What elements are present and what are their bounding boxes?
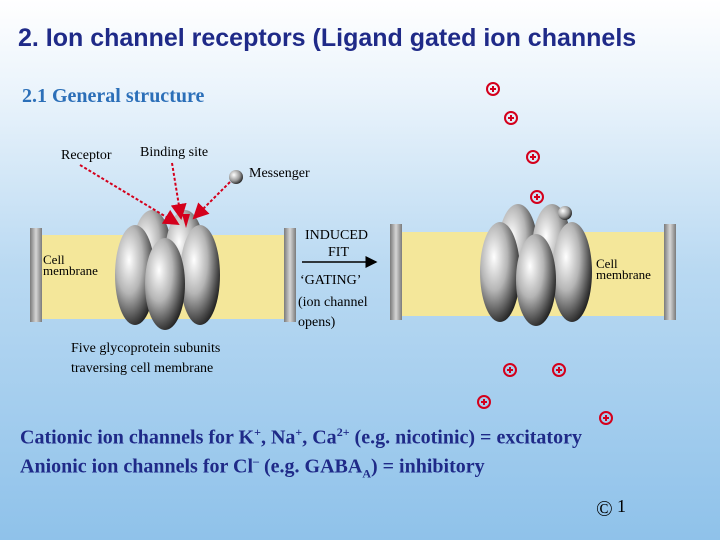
right-membrane-label-1: Cell bbox=[596, 256, 618, 271]
cationic-text-b: , Na bbox=[260, 426, 296, 449]
left-membrane-label-1: Cell bbox=[43, 252, 65, 267]
cation-icon bbox=[486, 82, 500, 96]
cation-icon bbox=[599, 411, 613, 425]
left-membrane-label-2: membrane bbox=[43, 263, 98, 278]
cation-icon bbox=[530, 190, 544, 204]
anionic-statement: Anionic ion channels for Cl– (e.g. GABAA… bbox=[20, 454, 485, 482]
cation-icon bbox=[477, 395, 491, 409]
cl-charge: – bbox=[253, 454, 259, 468]
anionic-text-c: ) = inhibitory bbox=[371, 455, 485, 478]
slide-number: 1 bbox=[617, 496, 626, 516]
cation-icon bbox=[526, 150, 540, 164]
closed-receptor bbox=[115, 210, 220, 330]
right-membrane-label-2: membrane bbox=[596, 267, 651, 282]
fit-label: FIT bbox=[328, 245, 349, 260]
cation-icons bbox=[477, 82, 613, 425]
receptor-pointer bbox=[79, 164, 180, 226]
cation-icon bbox=[503, 363, 517, 377]
gating-label: ‘GATING’ bbox=[300, 273, 362, 288]
open-receptor bbox=[480, 204, 592, 326]
messenger-label: Messenger bbox=[249, 166, 310, 181]
opens-label: opens) bbox=[298, 315, 336, 330]
ca-charge: 2+ bbox=[336, 425, 350, 439]
section-subtitle: 2.1 General structure bbox=[22, 85, 205, 107]
messenger-icon bbox=[229, 170, 243, 184]
cationic-text-d: (e.g. nicotinic) = excitatory bbox=[349, 426, 582, 449]
na-charge: + bbox=[295, 425, 303, 439]
binding-site-pointer-1 bbox=[170, 162, 187, 220]
anionic-text-b: (e.g. GABA bbox=[259, 455, 363, 478]
binding-site-pointer-2 bbox=[192, 181, 231, 220]
bound-messenger-icon bbox=[558, 206, 572, 220]
induced-label: INDUCED bbox=[305, 228, 368, 243]
receptor-label: Receptor bbox=[61, 148, 112, 163]
slide-title: 2. Ion channel receptors (Ligand gated i… bbox=[18, 24, 637, 52]
cationic-text-a: Cationic ion channels for K bbox=[20, 426, 255, 449]
subunits-label-1: Five glycoprotein subunits bbox=[71, 341, 221, 356]
cationic-text-c: , Ca bbox=[302, 426, 337, 449]
subunits-label-2: traversing cell membrane bbox=[71, 361, 214, 376]
cation-icon bbox=[504, 111, 518, 125]
gaba-subscript: A bbox=[362, 466, 371, 481]
binding-site-label: Binding site bbox=[140, 145, 209, 160]
ion-channel-label: (ion channel bbox=[298, 295, 368, 310]
anionic-text-a: Anionic ion channels for Cl bbox=[20, 455, 253, 478]
cation-icon bbox=[552, 363, 566, 377]
cationic-statement: Cationic ion channels for K+, Na+, Ca2+ … bbox=[20, 425, 582, 450]
copyright-symbol: © bbox=[596, 496, 613, 521]
k-charge: + bbox=[254, 425, 261, 439]
